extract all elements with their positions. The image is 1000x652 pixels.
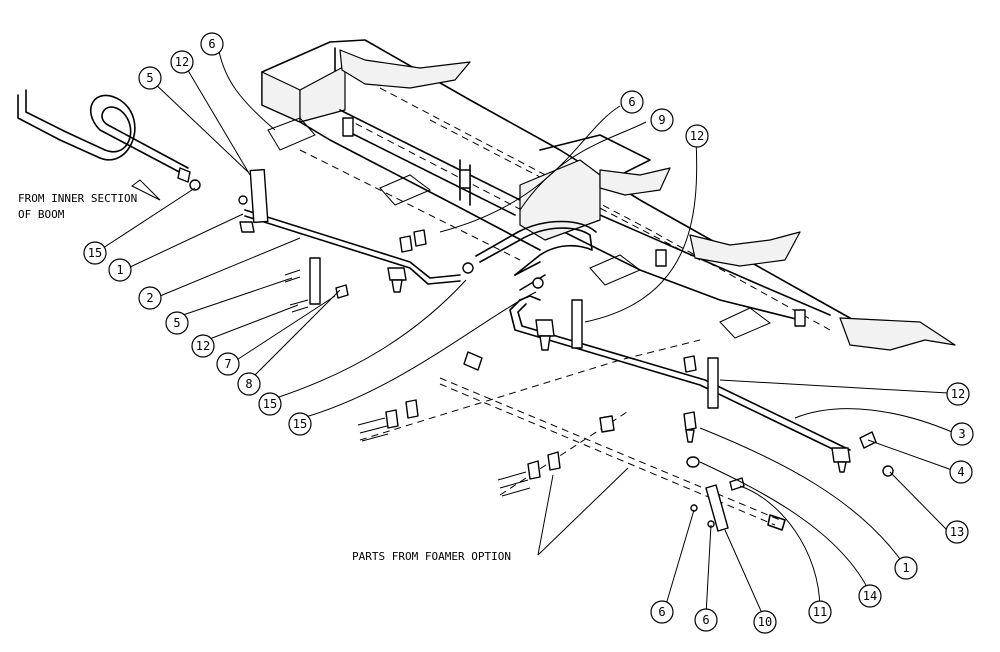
callout-2: 2 (138, 286, 162, 310)
callout-7: 7 (216, 352, 240, 376)
svg-text:15: 15 (88, 246, 102, 260)
text-notes: FROM INNER SECTION OF BOOM PARTS FROM FO… (18, 192, 511, 563)
svg-text:6: 6 (658, 605, 665, 619)
boom-frame (261, 39, 956, 351)
svg-text:7: 7 (224, 357, 231, 371)
callout-10: 10 (753, 610, 777, 634)
svg-text:9: 9 (658, 113, 665, 127)
callout-3: 3 (950, 422, 974, 446)
connecting-hose (475, 220, 597, 291)
svg-text:13: 13 (950, 525, 964, 539)
svg-text:6: 6 (628, 95, 635, 109)
svg-text:10: 10 (758, 615, 772, 629)
note-foamer-option: PARTS FROM FOAMER OPTION (352, 550, 511, 563)
callout-5b: 5 (165, 311, 189, 335)
svg-text:5: 5 (173, 316, 180, 330)
callout-8: 8 (237, 372, 261, 396)
callout-12a: 12 (170, 50, 194, 74)
callout-12b: 12 (685, 124, 709, 148)
callout-13: 13 (945, 520, 969, 544)
svg-text:3: 3 (958, 427, 965, 441)
svg-text:14: 14 (863, 589, 877, 603)
svg-text:12: 12 (690, 129, 704, 143)
callout-11: 11 (808, 600, 832, 624)
svg-text:4: 4 (957, 465, 964, 479)
inner-section-hose (17, 89, 191, 183)
callout-9: 9 (650, 108, 674, 132)
foamer-option-parts (357, 339, 786, 532)
svg-text:6: 6 (702, 613, 709, 627)
callout-15a: 15 (83, 241, 107, 265)
callout-12d: 12 (946, 382, 970, 406)
svg-text:12: 12 (196, 339, 210, 353)
svg-text:6: 6 (208, 37, 215, 51)
callout-6a: 6 (200, 32, 224, 56)
svg-text:2: 2 (146, 291, 153, 305)
callout-6b: 6 (620, 90, 644, 114)
svg-text:15: 15 (293, 417, 307, 431)
note-inner-section-line2: OF BOOM (18, 208, 65, 221)
left-boom-pipe (189, 168, 474, 313)
svg-text:1: 1 (902, 561, 909, 575)
svg-text:12: 12 (175, 55, 189, 69)
callout-15c: 15 (288, 412, 312, 436)
callout-4: 4 (949, 460, 973, 484)
svg-text:1: 1 (116, 263, 123, 277)
callout-6c: 6 (650, 600, 674, 624)
callout-14: 14 (858, 584, 882, 608)
leader-lines (99, 50, 953, 621)
callout-1b: 1 (894, 556, 918, 580)
note-inner-section-line1: FROM INNER SECTION (18, 192, 137, 205)
callout-1a: 1 (108, 258, 132, 282)
svg-text:12: 12 (951, 387, 965, 401)
svg-text:15: 15 (263, 397, 277, 411)
callout-12c: 12 (191, 334, 215, 358)
svg-text:11: 11 (813, 605, 827, 619)
callout-6d: 6 (694, 608, 718, 632)
callout-balloons: 6 12 5 6 9 12 15 1 2 5 12 7 8 15 15 12 3… (83, 32, 974, 634)
svg-text:5: 5 (146, 71, 153, 85)
callout-15b: 15 (258, 392, 282, 416)
callout-5a: 5 (138, 66, 162, 90)
svg-text:8: 8 (245, 377, 252, 391)
